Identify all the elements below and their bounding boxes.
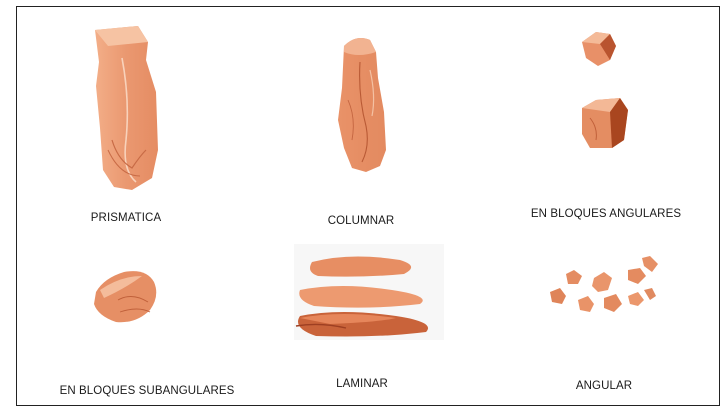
structure-label-columnar: COLUMNAR xyxy=(328,215,395,227)
structure-label-laminar: LAMINAR xyxy=(336,378,388,390)
structure-label-prismatica: PRISMATICA xyxy=(91,212,161,224)
structure-label-bloques-subangulares: EN BLOQUES SUBANGULARES xyxy=(60,385,235,397)
structure-label-angular: ANGULAR xyxy=(576,380,632,392)
structure-label-bloques-angulares: EN BLOQUES ANGULARES xyxy=(531,208,681,220)
